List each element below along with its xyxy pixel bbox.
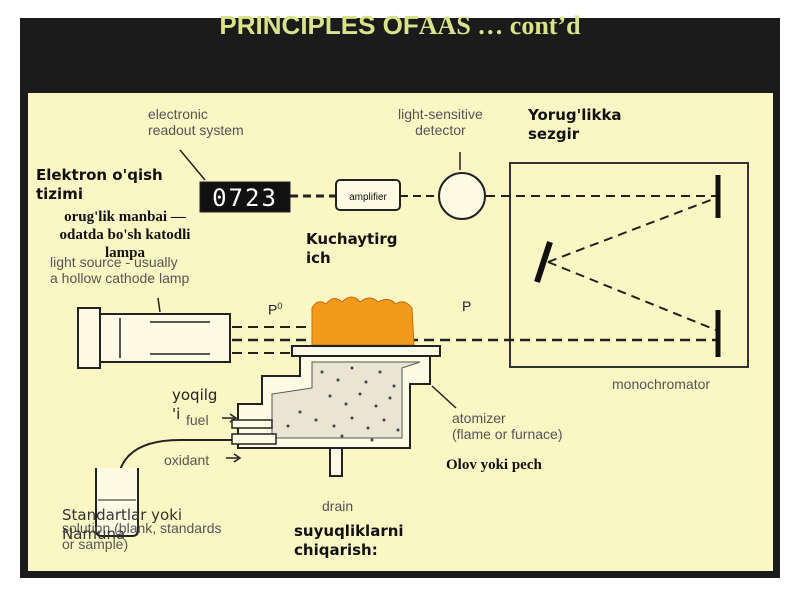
readout-label: electronic readout system <box>148 106 244 138</box>
detector-label: light-sensitive detector <box>398 106 483 138</box>
beaker-icon <box>95 468 139 537</box>
uz-atomizer-label: Olov yoki pech <box>446 457 542 473</box>
beam-lower-diagonal <box>547 261 717 331</box>
uz-fuel-label: yoqilg 'i <box>172 386 218 423</box>
uz-amplifier-label: Kuchaytirg ich <box>306 230 398 267</box>
solution-label: solution (blank, standards or sample) <box>62 520 222 552</box>
fuel-inlet <box>231 419 273 429</box>
uz-solution-label: Standartlar yoki Namuna <box>62 506 183 543</box>
uz-drain-label: suyuqliklarni chiqarish: <box>294 522 404 559</box>
amplifier-box <box>335 179 401 211</box>
atomizer-pointer <box>431 385 457 409</box>
p-label: P <box>462 298 472 314</box>
amplifier-label: amplifier <box>349 192 387 203</box>
p0-label: P0 <box>268 301 283 318</box>
drain-label: drain <box>322 498 354 514</box>
uz-detector-label: Yorug'likka sezgir <box>528 106 622 143</box>
flame-icon <box>311 296 415 346</box>
monochromator-label: monochromator <box>612 376 711 392</box>
beam-upper-diagonal <box>547 197 717 263</box>
oxidant-label: oxidant <box>164 452 210 468</box>
page-title: PRINCIPLES OFAAS … cont’d <box>219 10 581 40</box>
readout-display <box>199 181 291 213</box>
oxidant-inlet <box>231 433 277 445</box>
burner-head <box>291 345 441 357</box>
uz-light-source-label: orug'lik manbai — odatda bo'sh katodli l… <box>59 209 191 261</box>
readout-pointer <box>179 149 206 181</box>
readout-value: 0723 <box>212 184 278 212</box>
uz-readout-label: Elektron o'qish tizimi <box>36 166 163 203</box>
mirror-left <box>534 241 553 283</box>
drain-pipe <box>329 447 343 477</box>
detector-icon <box>438 172 486 220</box>
spray-droplets <box>286 366 400 442</box>
fuel-label: fuel <box>186 412 209 428</box>
hollow-cathode-lamp-icon <box>77 307 231 369</box>
lamp-pointer <box>157 297 161 313</box>
oxidant-arrow-icon <box>226 453 242 463</box>
atomizer-label: atomizer (flame or furnace) <box>452 410 563 442</box>
fuel-arrow-icon <box>222 413 238 423</box>
spray-chamber-inner <box>271 361 421 439</box>
monochromator-box <box>509 162 749 368</box>
light-source-label: light source - usually a hollow cathode … <box>50 254 190 286</box>
